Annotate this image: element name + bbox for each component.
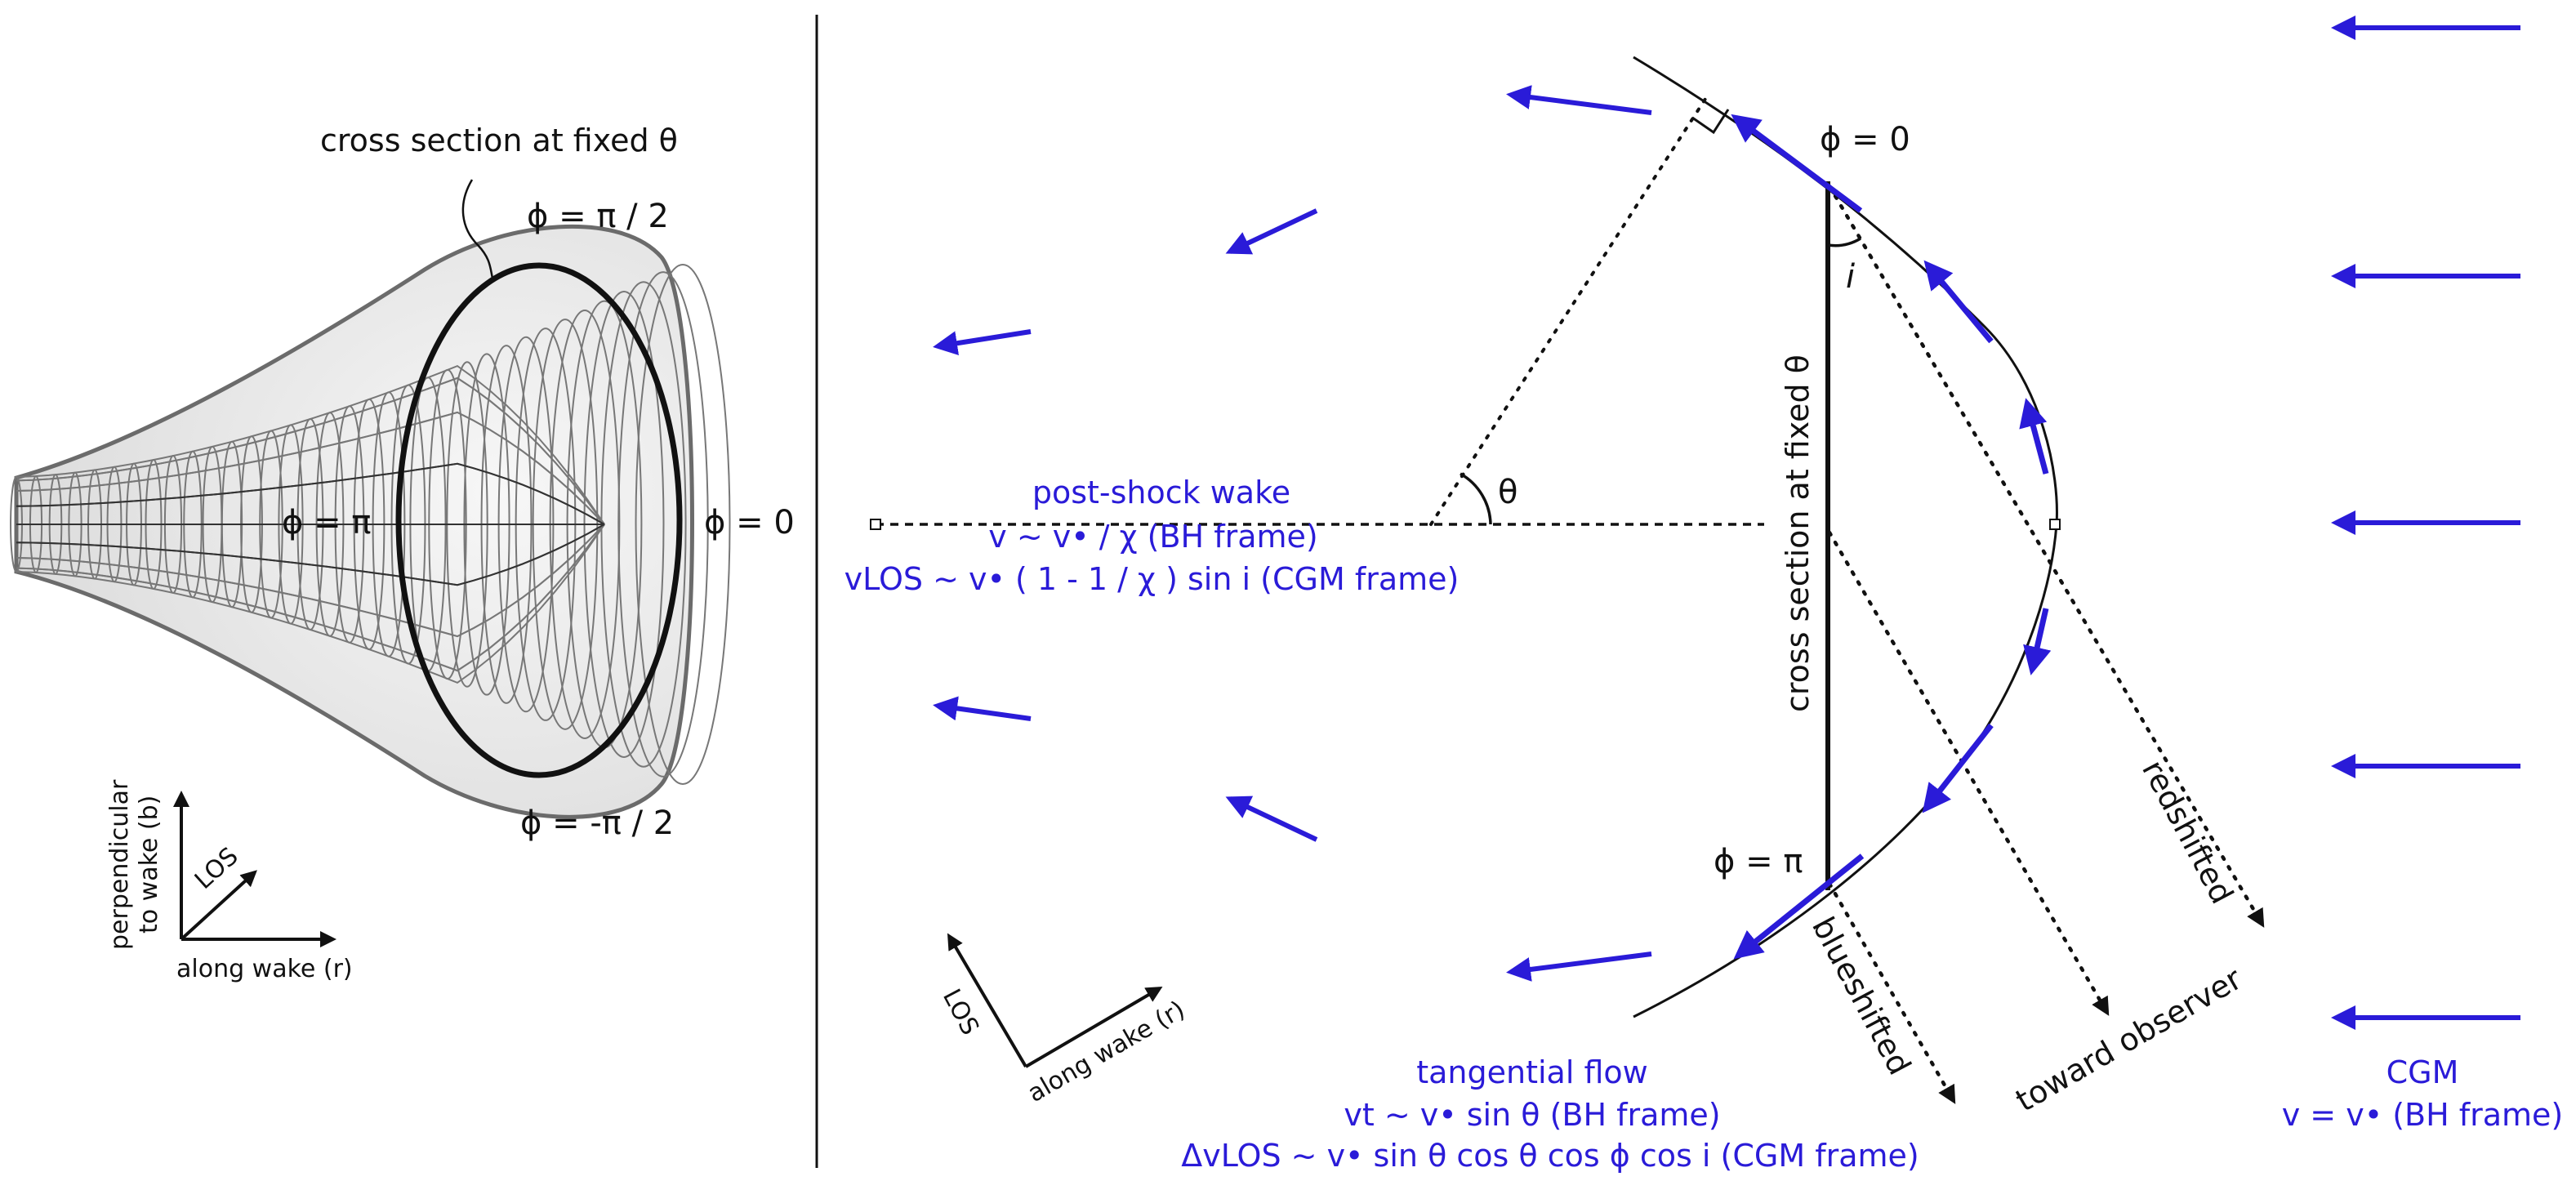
phi-pi-label: ϕ = π [1714,843,1803,880]
tangential-line-1: vt ~ v• sin θ (BH frame) [1344,1097,1720,1133]
cross-section-ring [395,262,683,778]
mesh-meridian [16,462,605,525]
cgm-title: CGM [2387,1054,2459,1090]
cgm-flow-arrows [2331,16,2520,1030]
inclination-arc [1827,237,1861,247]
cross-section-label: cross section at fixed θ [1780,354,1816,712]
phi-top-label: ϕ = π / 2 [527,198,669,235]
inclination-label: i [1846,258,1855,296]
theta-construction [1429,95,1730,526]
mesh-meridians [16,364,605,684]
blueshifted-label: blueshifted [1805,911,1918,1081]
tangential-title: tangential flow [1416,1054,1648,1090]
right-axis-los: LOS [937,984,984,1040]
phi-zero-label: ϕ = 0 [1820,121,1910,158]
tangential-line-2: ΔvLOS ~ v• sin θ cos θ cos ϕ cos i (CGM … [1181,1138,1919,1174]
mesh-meridian [16,411,605,525]
mesh-meridian [16,524,605,638]
cgm-line-1: v = v• (BH frame) [2282,1097,2564,1133]
left-axis-vertical-1: perpendicular [105,779,134,950]
toward-observer-label: toward observer [2010,960,2248,1119]
tangential-flow-arrows [1731,114,2052,960]
mesh-meridian [16,377,605,525]
phi-bottom-label: ϕ = -π / 2 [520,804,674,842]
wake-shell-illustration [10,179,731,819]
left-axis-vertical-2: to wake (b) [135,796,163,934]
mesh-meridian [16,524,605,684]
mesh-meridian [16,524,605,586]
mesh-ring [635,264,731,785]
sight-lines [1827,184,2265,1104]
phi-center-label: ϕ = π [282,504,371,541]
wake-flow-arrows [933,85,1652,982]
mesh-meridian [16,524,605,672]
mesh-meridian [16,364,605,525]
wake-line-2: vLOS ~ v• ( 1 - 1 / χ ) sin i (CGM frame… [845,561,1460,597]
wake-title: post-shock wake [1032,475,1290,510]
wake-axis [870,519,1764,530]
phi-right-label: ϕ = 0 [704,504,795,541]
right-axes [947,933,1163,1068]
redshifted-label: redshifted [2135,755,2240,910]
callout-label: cross section at fixed θ [320,123,678,158]
wake-line-1: v ~ v• / χ (BH frame) [988,519,1317,555]
mesh-ring [617,271,709,778]
left-axes [173,791,336,947]
shock-apex-marker [2049,519,2061,530]
left-axis-horizontal: along wake (r) [176,955,353,983]
callout-leader [461,179,495,283]
left-axis-diagonal: LOS [189,842,244,895]
theta-label: θ [1498,474,1518,511]
